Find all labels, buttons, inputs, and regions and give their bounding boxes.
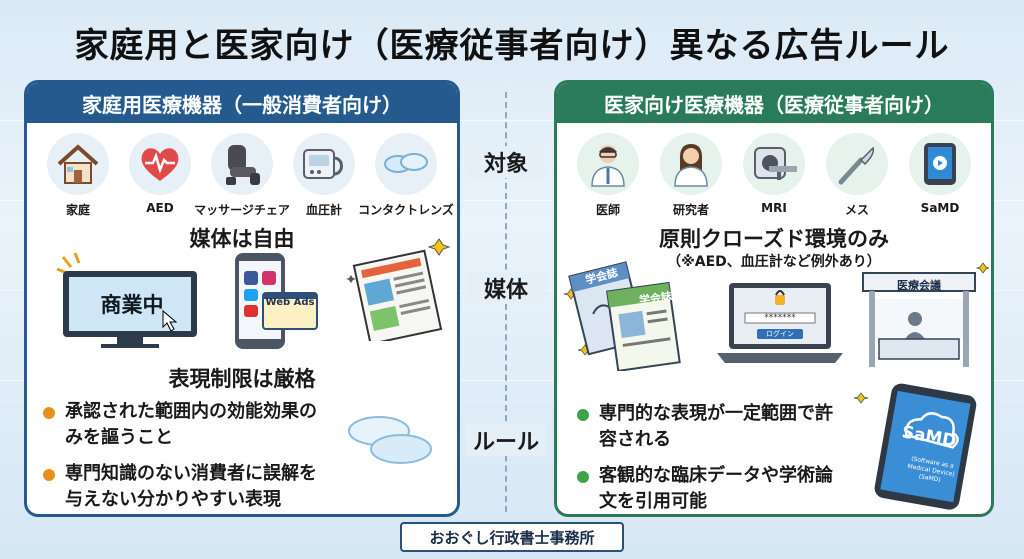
icon-item-mri: MRI bbox=[733, 133, 815, 218]
samd-tablet-icon bbox=[853, 383, 977, 510]
tv-icon bbox=[56, 252, 197, 348]
icon-item-contact-lens: コンタクトレンズ bbox=[358, 133, 454, 218]
media-label: 媒体 bbox=[466, 272, 546, 304]
icon-item-doctor: 医師 bbox=[567, 133, 649, 218]
bullet-dot bbox=[43, 469, 55, 481]
list-item: 客観的な臨床データや学術論文を引用可能 bbox=[577, 463, 837, 514]
icon-item-samd: SaMD bbox=[899, 133, 981, 218]
house-icon bbox=[47, 133, 109, 195]
media-note: （※AED、血圧計など例外あり） bbox=[667, 254, 881, 270]
icon-label: 医師 bbox=[595, 203, 620, 217]
rule-heading: 表現制限は厳格 bbox=[168, 367, 316, 391]
bullet-text: 専門的な表現が一定範囲で許容される bbox=[599, 403, 833, 450]
conference-booth-icon bbox=[862, 262, 989, 367]
bullet-text: 専門知識のない消費者に誤解を与えない分かりやすい表現 bbox=[65, 463, 317, 510]
login-button: ログイン bbox=[766, 330, 794, 338]
booth-sign: 医療会議 bbox=[897, 279, 941, 292]
icon-label: AED bbox=[146, 201, 174, 215]
professional-panel-header: 医家向け医療機器（医療従事者向け） bbox=[557, 83, 991, 123]
tv-screen-text: 商業中 bbox=[100, 293, 164, 317]
consumer-target-icons: 家庭 AED マッサージチェア 血圧計 コンタクトレンズ bbox=[37, 133, 454, 218]
consumer-panel-header: 家庭用医療機器（一般消費者向け） bbox=[27, 83, 457, 123]
professional-rule-list: 専門的な表現が一定範囲で許容される 客観的な臨床データや学術論文を引用可能 bbox=[577, 401, 837, 514]
contact-lens-icon bbox=[348, 416, 432, 464]
newspaper-icon bbox=[346, 238, 451, 341]
consumer-devices-panel: 家庭用医療機器（一般消費者向け） 家庭 AED マッサージチェア 血圧計 bbox=[24, 80, 460, 517]
bullet-dot bbox=[577, 409, 589, 421]
professional-target-icons: 医師 研究者 MRI メス SaMD bbox=[567, 133, 981, 218]
massage-chair-icon bbox=[211, 133, 273, 195]
icon-label: コンタクトレンズ bbox=[358, 203, 454, 217]
icon-label: 血圧計 bbox=[305, 203, 342, 217]
icon-label: 家庭 bbox=[65, 203, 90, 217]
icon-label: メス bbox=[844, 203, 869, 217]
blood-pressure-monitor-icon bbox=[293, 133, 355, 195]
laptop-icon bbox=[717, 283, 843, 363]
mri-icon bbox=[743, 133, 805, 195]
list-item: 専門知識のない消費者に誤解を与えない分かりやすい表現 bbox=[43, 461, 333, 513]
media-heading: 媒体は自由 bbox=[189, 227, 295, 251]
journal-icon bbox=[563, 261, 681, 371]
footer-credit: おおぐし行政書士事務所 bbox=[400, 522, 624, 552]
consumer-rule-list: 承認された範囲内の効能効果のみを謳うこと 専門知識のない消費者に誤解を与えない分… bbox=[43, 399, 333, 514]
researcher-icon bbox=[660, 133, 722, 195]
icon-label: SaMD bbox=[920, 201, 960, 215]
list-item: 承認された範囲内の効能効果のみを謳うこと bbox=[43, 399, 333, 451]
password-field: ******* bbox=[764, 313, 796, 323]
icon-item-researcher: 研究者 bbox=[650, 133, 732, 218]
bullet-dot bbox=[577, 471, 589, 483]
icon-item-scalpel: メス bbox=[816, 133, 898, 218]
contact-lens-icon bbox=[375, 133, 437, 195]
professional-devices-panel: 医家向け医療機器（医療従事者向け） 医師 研究者 MRI メス bbox=[554, 80, 994, 517]
icon-label: マッサージチェア bbox=[194, 203, 290, 217]
doctor-icon bbox=[577, 133, 639, 195]
target-label: 対象 bbox=[466, 146, 546, 178]
web-ads-label: Web Ads bbox=[265, 297, 315, 308]
media-heading: 原則クローズド環境のみ bbox=[659, 227, 889, 251]
icon-item-home: 家庭 bbox=[37, 133, 119, 218]
icon-item-massage-chair: マッサージチェア bbox=[194, 133, 290, 218]
bullet-text: 承認された範囲内の効能効果のみを謳うこと bbox=[65, 401, 317, 448]
icon-item-aed: AED bbox=[119, 133, 201, 218]
icon-item-blood-pressure: 血圧計 bbox=[283, 133, 365, 218]
heart-icon bbox=[129, 133, 191, 195]
page-title: 家庭用と医家向け（医療従事者向け）異なる広告ルール bbox=[74, 26, 950, 66]
rule-label: ルール bbox=[466, 424, 546, 456]
icon-label: 研究者 bbox=[672, 203, 709, 217]
smartphone-icon bbox=[235, 253, 318, 349]
icon-label: MRI bbox=[761, 201, 787, 215]
list-item: 専門的な表現が一定範囲で許容される bbox=[577, 401, 837, 453]
tablet-app-icon bbox=[909, 133, 971, 195]
bullet-dot bbox=[43, 407, 55, 419]
bullet-text: 客観的な臨床データや学術論文を引用可能 bbox=[599, 465, 833, 512]
scalpel-icon bbox=[826, 133, 888, 195]
